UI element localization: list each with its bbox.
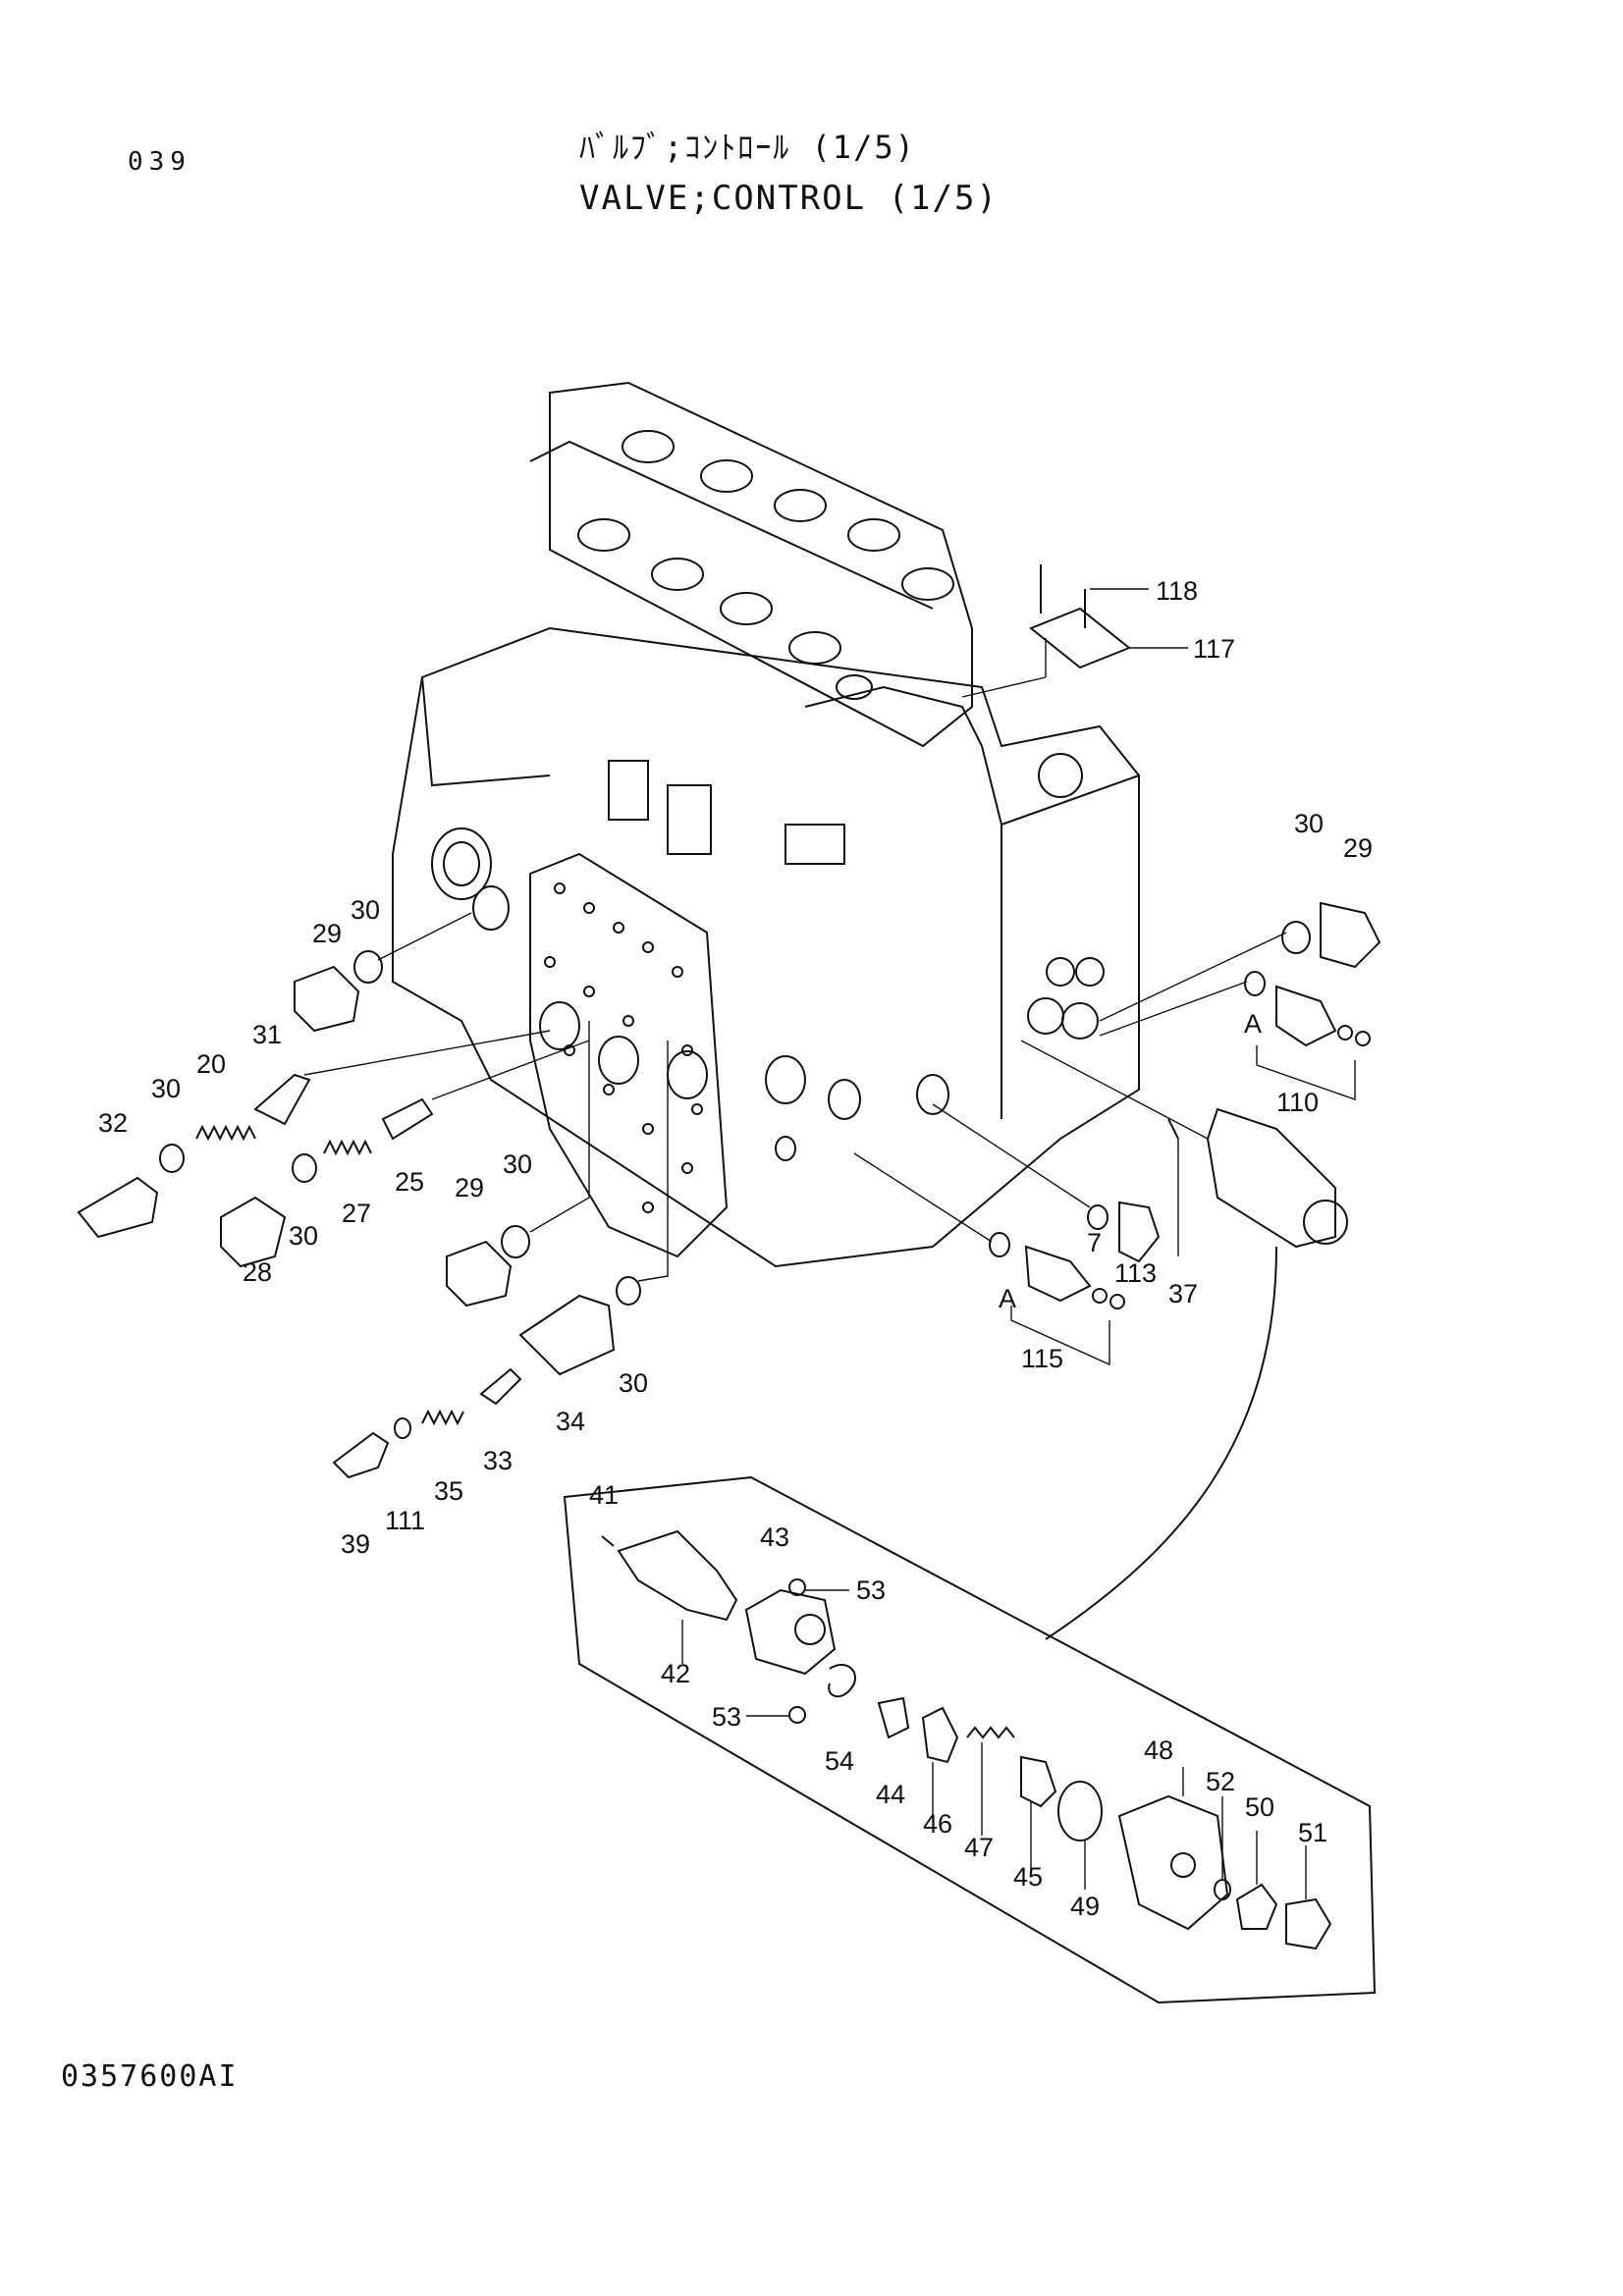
page-number: 039 <box>128 147 191 177</box>
part-label-A: A <box>999 1284 1016 1313</box>
part-label-29: 29 <box>1343 833 1373 863</box>
plug-113 <box>932 1103 1179 1263</box>
part-label-47: 47 <box>964 1833 994 1862</box>
title-english: VALVE;CONTROL (1/5) <box>579 179 999 218</box>
part-label-43: 43 <box>760 1522 789 1552</box>
part-label-29: 29 <box>455 1173 484 1202</box>
part-label-118: 118 <box>1156 576 1198 606</box>
detail-box-frame <box>563 1475 1377 2004</box>
part-label-44: 44 <box>876 1780 905 1809</box>
plug-29-lower <box>446 1021 590 1308</box>
part-label-28: 28 <box>243 1257 272 1287</box>
part-label-51: 51 <box>1298 1818 1327 1847</box>
spring-20 <box>195 1124 256 1142</box>
part-label-117: 117 <box>1193 634 1235 664</box>
flange-holes <box>544 882 703 1213</box>
part-label-33: 33 <box>483 1446 513 1475</box>
part-label-41: 41 <box>589 1480 619 1510</box>
part-label-42: 42 <box>661 1659 690 1688</box>
part-label-30: 30 <box>151 1074 181 1103</box>
part-labels: 118 117 30 29 A 110 30 29 31 20 30 32 25… <box>98 576 1373 1921</box>
part-label-50: 50 <box>1245 1792 1274 1822</box>
title-japanese: ﾊﾞﾙﾌﾞ;ｺﾝﾄﾛｰﾙ (1/5) <box>579 129 916 166</box>
part-label-48: 48 <box>1144 1735 1173 1765</box>
part-label-46: 46 <box>923 1809 952 1839</box>
top-bolts <box>577 430 954 700</box>
part-label-30: 30 <box>351 895 380 925</box>
part-label-53: 53 <box>712 1702 741 1732</box>
relief-valve-115 <box>853 1152 1125 1366</box>
part-label-30: 30 <box>289 1221 318 1251</box>
plug-29-right <box>1099 901 1381 1022</box>
part-label-27: 27 <box>342 1199 371 1228</box>
name-plate-117 <box>961 607 1188 698</box>
part-label-29: 29 <box>312 919 342 948</box>
main-relief-valve <box>1020 1040 1348 1640</box>
part-label-113: 113 <box>1114 1258 1157 1288</box>
part-label-35: 35 <box>434 1476 463 1506</box>
plug-28 <box>220 1040 590 1268</box>
part-label-45: 45 <box>1013 1862 1043 1892</box>
part-label-7: 7 <box>1087 1228 1102 1257</box>
part-label-111: 111 <box>385 1506 425 1535</box>
part-label-A: A <box>1244 1009 1262 1039</box>
part-label-25: 25 <box>395 1167 424 1197</box>
part-label-30: 30 <box>619 1368 648 1398</box>
part-label-20: 20 <box>196 1049 226 1079</box>
part-label-32: 32 <box>98 1108 128 1138</box>
screw-118 <box>1040 564 1149 628</box>
figure-code: 0357600AI <box>61 2059 239 2094</box>
sensor-32 <box>77 1144 185 1239</box>
part-label-115: 115 <box>1021 1344 1063 1373</box>
part-label-49: 49 <box>1070 1892 1100 1921</box>
part-label-54: 54 <box>825 1746 854 1776</box>
plug-29-left <box>294 912 472 1033</box>
part-label-37: 37 <box>1168 1279 1198 1308</box>
detail-leaders <box>681 1589 1307 1899</box>
relief-valve-110 <box>1099 971 1371 1100</box>
part-label-52: 52 <box>1206 1767 1235 1796</box>
part-label-39: 39 <box>341 1529 370 1559</box>
part-label-30: 30 <box>503 1149 532 1179</box>
part-label-110: 110 <box>1276 1088 1319 1117</box>
part-label-34: 34 <box>556 1407 585 1436</box>
part-label-53: 53 <box>856 1575 886 1605</box>
spool-31 <box>253 1030 551 1126</box>
detail-parts <box>601 1529 1332 1950</box>
part-label-30: 30 <box>1294 809 1324 838</box>
valve-34 <box>332 1041 669 1479</box>
part-label-31: 31 <box>252 1020 282 1049</box>
valve-body <box>392 381 1140 1268</box>
